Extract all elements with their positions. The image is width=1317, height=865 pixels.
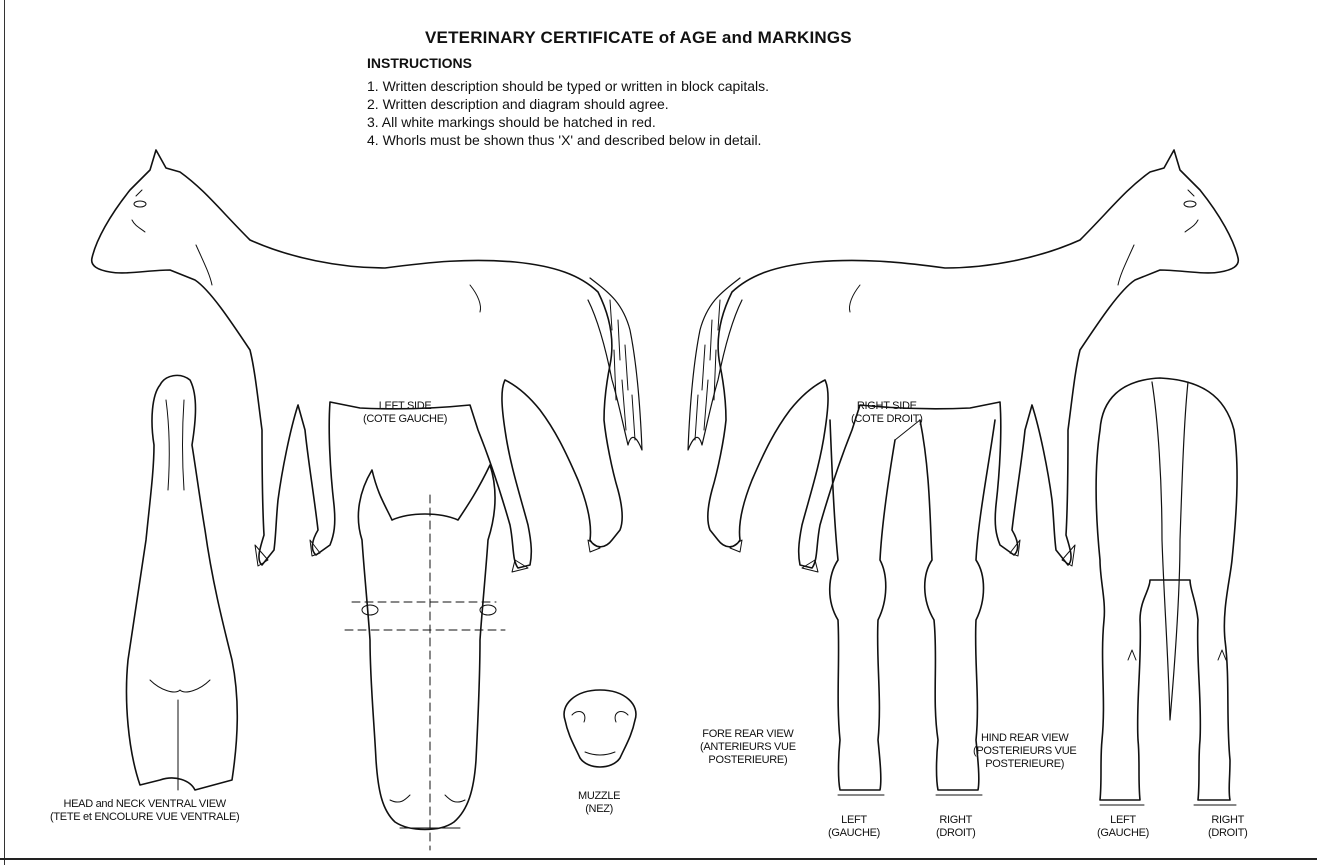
hind-right-label: RIGHT (DROIT)	[1208, 814, 1247, 840]
muzzle-title: MUZZLE	[578, 790, 620, 803]
fore-right-title: RIGHT	[936, 814, 975, 827]
head-neck-title: HEAD and NECK VENTRAL VIEW	[50, 798, 239, 811]
muzzle-outline	[564, 690, 636, 767]
fore-rear-view-label: FORE REAR VIEW (ANTERIEURS VUE POSTERIEU…	[700, 728, 796, 767]
hind-rear-view-outline	[1096, 378, 1237, 805]
left-side-horse-outline	[92, 150, 642, 572]
hind-right-title: RIGHT	[1208, 814, 1247, 827]
right-side-subtitle: (COTE DROIT)	[851, 413, 923, 426]
left-side-subtitle: (COTE GAUCHE)	[363, 413, 447, 426]
fore-left-subtitle: (GAUCHE)	[828, 827, 880, 840]
fore-rear-view-title: FORE REAR VIEW	[700, 728, 796, 741]
hind-left-subtitle: (GAUCHE)	[1097, 827, 1149, 840]
fore-right-label: RIGHT (DROIT)	[936, 814, 975, 840]
right-side-horse-outline	[688, 150, 1238, 572]
fore-rear-view-outline	[830, 420, 995, 795]
hind-rear-view-title: HIND REAR VIEW	[973, 732, 1076, 745]
fore-left-label: LEFT (GAUCHE)	[828, 814, 880, 840]
fore-rear-view-subtitle: (ANTERIEURS VUE	[700, 741, 796, 754]
hind-right-subtitle: (DROIT)	[1208, 827, 1247, 840]
hind-rear-view-subtitle-2: POSTERIEURE)	[973, 758, 1076, 771]
head-neck-subtitle: (TETE et ENCOLURE VUE VENTRALE)	[50, 811, 239, 824]
head-neck-ventral-outline	[127, 375, 238, 790]
muzzle-subtitle: (NEZ)	[578, 803, 620, 816]
muzzle-label: MUZZLE (NEZ)	[578, 790, 620, 816]
left-side-title: LEFT SIDE	[363, 400, 447, 413]
right-side-label: RIGHT SIDE (COTE DROIT)	[851, 400, 923, 426]
right-side-title: RIGHT SIDE	[851, 400, 923, 413]
head-neck-label: HEAD and NECK VENTRAL VIEW (TETE et ENCO…	[50, 798, 239, 824]
hind-rear-view-subtitle: (POSTERIEURS VUE	[973, 745, 1076, 758]
hind-left-label: LEFT (GAUCHE)	[1097, 814, 1149, 840]
hind-left-title: LEFT	[1097, 814, 1149, 827]
left-side-label: LEFT SIDE (COTE GAUCHE)	[363, 400, 447, 426]
fore-left-title: LEFT	[828, 814, 880, 827]
fore-right-subtitle: (DROIT)	[936, 827, 975, 840]
fore-rear-view-subtitle-2: POSTERIEURE)	[700, 754, 796, 767]
hind-rear-view-label: HIND REAR VIEW (POSTERIEURS VUE POSTERIE…	[973, 732, 1076, 771]
head-front-outline	[345, 465, 505, 850]
